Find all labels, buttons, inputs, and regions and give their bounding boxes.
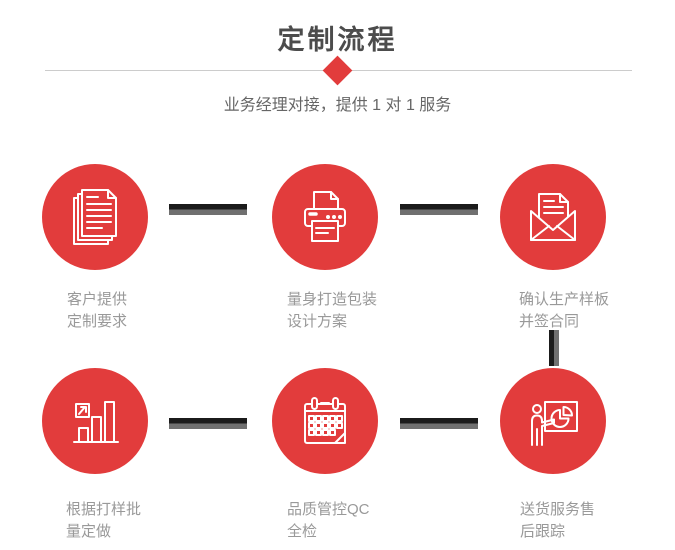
step-label-6: 送货服务售 后跟踪 bbox=[520, 499, 595, 543]
step-label-1-line1: 客户提供 bbox=[67, 291, 128, 308]
connector-step4-step5 bbox=[169, 418, 247, 429]
step-circle-5 bbox=[272, 368, 378, 474]
documents-icon bbox=[73, 189, 117, 245]
connector-step2-step3 bbox=[400, 204, 478, 215]
step-label-3-line2: 并签合同 bbox=[519, 313, 580, 330]
step-circle-4 bbox=[42, 368, 148, 474]
step-circle-2 bbox=[272, 164, 378, 270]
envelope-icon bbox=[530, 193, 576, 241]
step-label-4-line1: 根据打样批 bbox=[66, 501, 142, 518]
step-label-1-line2: 定制要求 bbox=[67, 313, 128, 330]
connector-step5-step6 bbox=[400, 418, 478, 429]
printer-icon bbox=[304, 191, 346, 242]
step-circle-3 bbox=[500, 164, 606, 270]
calendar-icon bbox=[304, 397, 346, 444]
step-label-5-line2: 全检 bbox=[287, 523, 318, 540]
step-circle-6 bbox=[500, 368, 606, 474]
section-subtitle: 业务经理对接，提供 1 对 1 服务 bbox=[223, 97, 452, 114]
step-label-6-line2: 后跟踪 bbox=[520, 523, 566, 540]
step-circle-1 bbox=[42, 164, 148, 270]
step-label-3-line1: 确认生产样板 bbox=[519, 291, 610, 308]
step-label-5-line1: 品质管控QC bbox=[287, 501, 370, 518]
step-label-3: 确认生产样板 并签合同 bbox=[519, 289, 609, 333]
connector-step1-step2 bbox=[169, 204, 247, 215]
step-label-1: 客户提供 定制要求 bbox=[67, 289, 127, 333]
step-label-2: 量身打造包装 设计方案 bbox=[287, 289, 377, 333]
presenter-icon bbox=[531, 401, 578, 446]
bar-chart-icon bbox=[73, 401, 119, 443]
connector-step3-step6 bbox=[549, 330, 559, 366]
section-title: 定制流程 bbox=[277, 25, 398, 55]
step-label-6-line1: 送货服务售 bbox=[520, 501, 596, 518]
step-label-4-line2: 量定做 bbox=[66, 523, 112, 540]
step-label-2-line2: 设计方案 bbox=[287, 313, 348, 330]
diamond-icon bbox=[322, 55, 353, 86]
step-label-4: 根据打样批 量定做 bbox=[66, 499, 141, 543]
step-label-2-line1: 量身打造包装 bbox=[287, 291, 378, 308]
step-label-5: 品质管控QC 全检 bbox=[287, 499, 370, 543]
